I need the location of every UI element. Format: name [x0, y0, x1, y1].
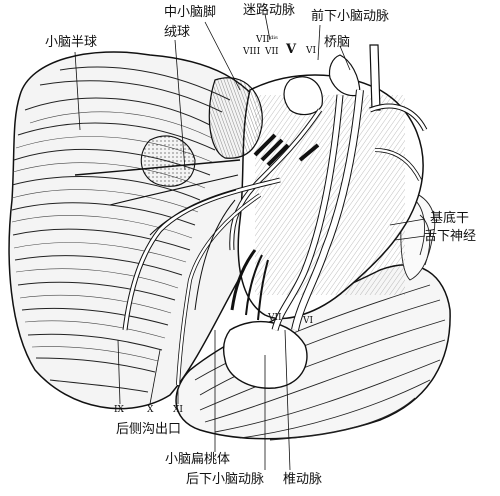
vessels: [74, 89, 428, 386]
peduncle-shape: [208, 76, 323, 159]
label-nerve-vii: VII: [265, 47, 279, 57]
label-nerve-v: V: [286, 42, 297, 57]
label-basilar-artery: 基底干: [430, 211, 470, 226]
label-cerebellar-tonsil: 小脑扁桃体: [165, 452, 231, 467]
label-cerebellar-hemisphere: 小脑半球: [45, 35, 98, 50]
label-nerve-xi: XI: [173, 405, 183, 415]
label-nerve-ix: IX: [114, 405, 124, 415]
label-aica: 前下小脑动脉: [311, 9, 390, 24]
label-nerve-vi: VI: [306, 46, 317, 56]
label-pica: 后下小脑动脉: [186, 472, 265, 487]
label-nerve-vi-lower: VI: [303, 316, 314, 326]
flocculus-shape: [140, 135, 196, 187]
label-flocculus: 绒球: [164, 25, 191, 40]
label-pons: 桥脑: [324, 35, 351, 50]
label-nerve-viii: VIII: [243, 47, 261, 57]
label-nerve-x: X: [147, 405, 154, 415]
label-nerve-vii-dis: VIIᵈⁱˢ: [256, 35, 279, 45]
label-middle-cerebellar-peduncle: 中小脑脚: [164, 5, 217, 20]
cerebellar-hemisphere-shape: [8, 51, 279, 410]
label-hypoglossal-nerve: 舌下神经: [424, 229, 477, 244]
label-vestibulocochlear-artery: 迷路动脉: [243, 3, 296, 18]
label-posterior-lateral-outlet: 后侧沟出口: [116, 422, 182, 437]
label-nerve-vii-lower: VII: [268, 313, 282, 323]
brainstem-shape: [237, 44, 424, 320]
leader-lines: [74, 13, 426, 471]
label-vertebral-artery: 椎动脉: [283, 472, 323, 487]
